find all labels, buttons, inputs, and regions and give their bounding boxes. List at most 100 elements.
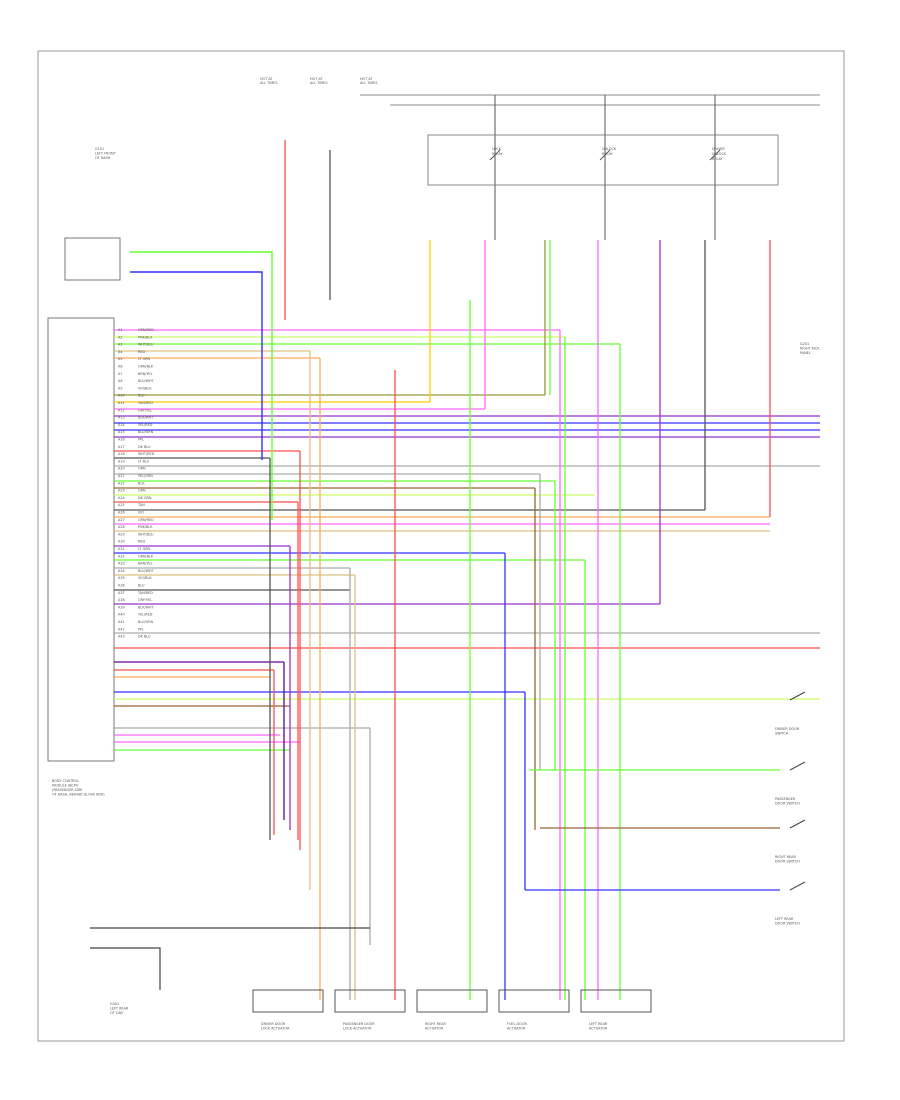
- bcm-pin-label: A7: [118, 372, 122, 376]
- bcm-pin-label: A39: [118, 605, 125, 609]
- bcm-pin-label: A22: [118, 481, 125, 485]
- switch-label: DOOR SWITCH: [775, 860, 800, 864]
- bcm-label: OF DASH, BEHIND GLOVE BOX): [52, 793, 105, 797]
- actuator-label: ACTUATOR: [507, 1027, 526, 1031]
- bcm-pin-label: A17: [118, 445, 125, 449]
- bypass-wire: [130, 251, 273, 520]
- switch-contact: [789, 881, 806, 891]
- ground-label: OF DASH: [95, 156, 111, 160]
- bcm-pin-label: A29: [118, 532, 125, 536]
- wire-color-label: BRN/YEL: [138, 372, 153, 376]
- ground-label: LEFT REAR: [110, 1007, 129, 1011]
- bcm-pin-label: A19: [118, 459, 125, 463]
- actuator-label: LOCK ACTUATOR: [261, 1027, 290, 1031]
- fuse-label: ALL TIMES: [360, 81, 377, 85]
- ground-label: G301: [110, 1002, 119, 1006]
- wire-color-label: BLU/GRN: [138, 620, 154, 624]
- relay-contact: [599, 149, 611, 161]
- actuator-label: LEFT REAR: [589, 1022, 608, 1026]
- wire-color-label: VIO/BLK: [138, 576, 152, 580]
- fuse-label: HOT AT: [260, 77, 273, 81]
- switch-contact: [789, 691, 806, 701]
- wire-color-label: VIO/BLK: [138, 386, 152, 390]
- wire-color-label: BLK/WHT: [138, 416, 154, 420]
- bcm-pin-label: A6: [118, 365, 122, 369]
- bcm-pin-label: A12: [118, 408, 125, 412]
- bcm-pin-label: A27: [118, 518, 125, 522]
- bcm-pin-label: A43: [118, 635, 125, 639]
- bcm-pin-label: A1: [118, 328, 122, 332]
- diagram-frame: [37, 50, 845, 1042]
- wire-color-label: DK GRN: [138, 496, 152, 500]
- switch-label: SWITCH: [775, 732, 789, 736]
- wire-color-label: LT GRN: [138, 547, 151, 551]
- bcm-module: [47, 317, 115, 762]
- bcm-pin-label: A8: [118, 379, 122, 383]
- wire-color-label: YEL/RED: [138, 613, 153, 617]
- bcm-pin-label: A32: [118, 554, 125, 558]
- bcm-pin-label: A10: [118, 394, 125, 398]
- switch-label: DRIVER DOOR: [775, 727, 800, 731]
- wire-color-label: YEL/RED: [138, 423, 153, 427]
- bcm-pin-label: A34: [118, 569, 125, 573]
- bcm-pin-label: A38: [118, 598, 125, 602]
- bcm-pin-label: A20: [118, 467, 125, 471]
- bcm-pin-label: A26: [118, 511, 125, 515]
- bcm-pin-label: A4: [118, 350, 122, 354]
- actuator-box: [334, 989, 406, 1013]
- bcm-pin-label: A36: [118, 584, 125, 588]
- wire-color-label: PPL: [138, 438, 144, 442]
- bcm-pin-label: A23: [118, 489, 125, 493]
- relay-label: UNLOCK: [712, 152, 727, 156]
- bcm-pin-label: A18: [118, 452, 125, 456]
- fuse-label: ALL TIMES: [260, 81, 277, 85]
- ground-label: OF CAB: [110, 1011, 123, 1015]
- switch-contact: [789, 819, 806, 829]
- bcm-pin-label: A28: [118, 525, 125, 529]
- wire-color-label: BLU/WHT: [138, 379, 155, 383]
- actuator-box: [580, 989, 652, 1013]
- bcm-pin-label: A3: [118, 343, 122, 347]
- bcm-label: BODY CONTROL: [52, 779, 79, 783]
- bcm-pin-label: A5: [118, 357, 122, 361]
- actuator-box: [416, 989, 488, 1013]
- wire-color-label: BLU/GRN: [138, 430, 154, 434]
- bcm-pin-label: A35: [118, 576, 125, 580]
- bcm-pin-label: A24: [118, 496, 125, 500]
- actuator-label: DRIVER DOOR: [261, 1022, 286, 1026]
- wire-color-label: GRN/RED: [138, 328, 154, 332]
- component-group: [64, 134, 806, 1013]
- wire-color-label: ORN: [138, 467, 146, 471]
- wire-color-label: LT BLU: [138, 459, 150, 463]
- actuator-label: RIGHT REAR: [425, 1022, 446, 1026]
- bcm-pin-label: A33: [118, 562, 125, 566]
- switch-label: DOOR SWITCH: [775, 922, 800, 926]
- connector-box: [64, 237, 121, 281]
- wire-color-label: PNK/BLK: [138, 335, 153, 339]
- wire-color-label: GRN/RED: [138, 518, 154, 522]
- wire-color-label: WHT/RED: [138, 452, 155, 456]
- ground-label: PANEL: [800, 351, 811, 355]
- wire-color-label: BLU: [138, 394, 145, 398]
- relay-label: UNLOCK: [602, 147, 617, 151]
- wire-color-label: TAN/RED: [137, 591, 153, 595]
- ground-wire: [90, 947, 161, 990]
- bcm-pin-label: A13: [118, 416, 125, 420]
- switch-label: LEFT REAR: [775, 917, 794, 921]
- wire-color-label: VIO: [138, 511, 144, 515]
- bcm-pin-label: A11: [118, 401, 125, 405]
- actuator-box: [252, 989, 324, 1013]
- wire-color-label: YEL/GRN: [138, 474, 153, 478]
- fuse-label: HOT AT: [360, 77, 373, 81]
- actuator-label: PASSENGER DOOR: [343, 1022, 375, 1026]
- relay-contact: [709, 149, 721, 161]
- wire-color-label: ORN/BLK: [138, 365, 154, 369]
- ground-label: LEFT FRONT: [95, 152, 117, 156]
- wire-group: [90, 94, 820, 1000]
- bcm-pin-label: A2: [118, 335, 122, 339]
- wire-color-label: BLK/WHT: [138, 605, 154, 609]
- wire-color-label: ORN/BLK: [138, 554, 154, 558]
- bcm-pin-label: A41: [118, 620, 125, 624]
- wire-color-label: WHT/BLU: [138, 343, 154, 347]
